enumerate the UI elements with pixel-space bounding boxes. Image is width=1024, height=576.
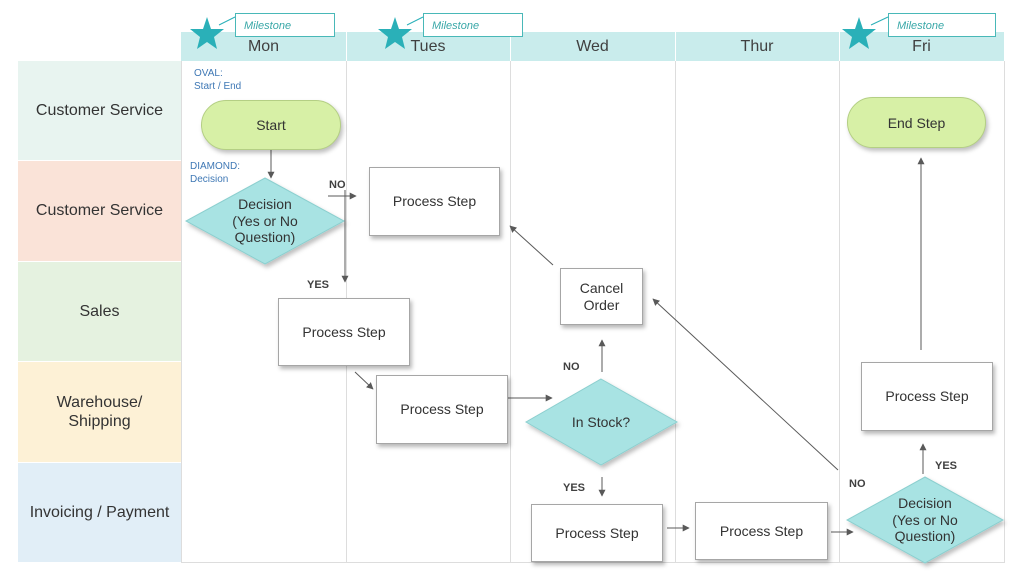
lane-label-warehouse-shipping: Warehouse/ Shipping [18,362,181,463]
grid-line [839,61,840,563]
oval-legend-note: OVAL: Start / End [194,68,242,92]
process-step-box[interactable]: Process Step [278,298,410,366]
header-divider [839,32,840,61]
arrow-cancel-to-process [509,225,554,266]
arrow-decision-no-to-cancel [652,298,839,471]
arrow-sales-to-warehouse [354,371,374,390]
grid-line [675,61,676,563]
header-divider [675,32,676,61]
grid-line [510,61,511,563]
decision-label[interactable]: Decision (Yes or No Question) [892,494,958,545]
end-step-oval[interactable]: End Step [847,97,986,148]
process-step-box[interactable]: Process Step [861,362,993,431]
decision-diamond-shape [184,177,346,265]
milestone-star-icon [190,16,236,49]
day-header-wed: Wed [510,32,675,61]
header-divider [346,32,347,61]
milestone-label-tues: Milestone [423,13,523,37]
edge-label-yes: YES [307,279,330,291]
day-header-fri: Fri [839,32,1004,61]
grid-row-line [181,562,1004,563]
edge-label-no: NO [849,478,866,490]
lane-label-customer-service-2: Customer Service [18,161,181,262]
cancel-order-box[interactable]: Cancel Order [560,268,643,325]
milestone-star-icon [842,16,889,49]
decision-diamond-shape [845,476,1005,564]
milestone-label-mon: Milestone [235,13,335,37]
grid-line [181,61,182,563]
decision-label[interactable]: Decision (Yes or No Question) [232,195,298,246]
edge-label-no: NO [563,361,580,373]
header-divider [510,32,511,61]
milestone-label-fri: Milestone [888,13,996,37]
lane-label-customer-service-1: Customer Service [18,61,181,161]
grid-line [1004,61,1005,563]
edge-label-yes: YES [935,460,958,472]
process-step-box[interactable]: Process Step [531,504,663,562]
process-step-box[interactable]: Process Step [695,502,828,560]
milestone-star-icon [378,16,424,49]
day-header-thur: Thur [675,32,839,61]
in-stock-diamond-shape [524,378,679,466]
process-step-box[interactable]: Process Step [369,167,500,236]
diamond-legend-note: DIAMOND: Decision [190,161,240,185]
edge-label-yes: YES [563,482,586,494]
start-oval[interactable]: Start [201,100,341,150]
in-stock-label[interactable]: In Stock? [571,413,631,430]
lane-label-invoicing-payment: Invoicing / Payment [18,463,181,563]
process-step-box[interactable]: Process Step [376,375,508,444]
edge-label-no: NO [329,179,346,191]
lane-label-sales: Sales [18,262,181,362]
